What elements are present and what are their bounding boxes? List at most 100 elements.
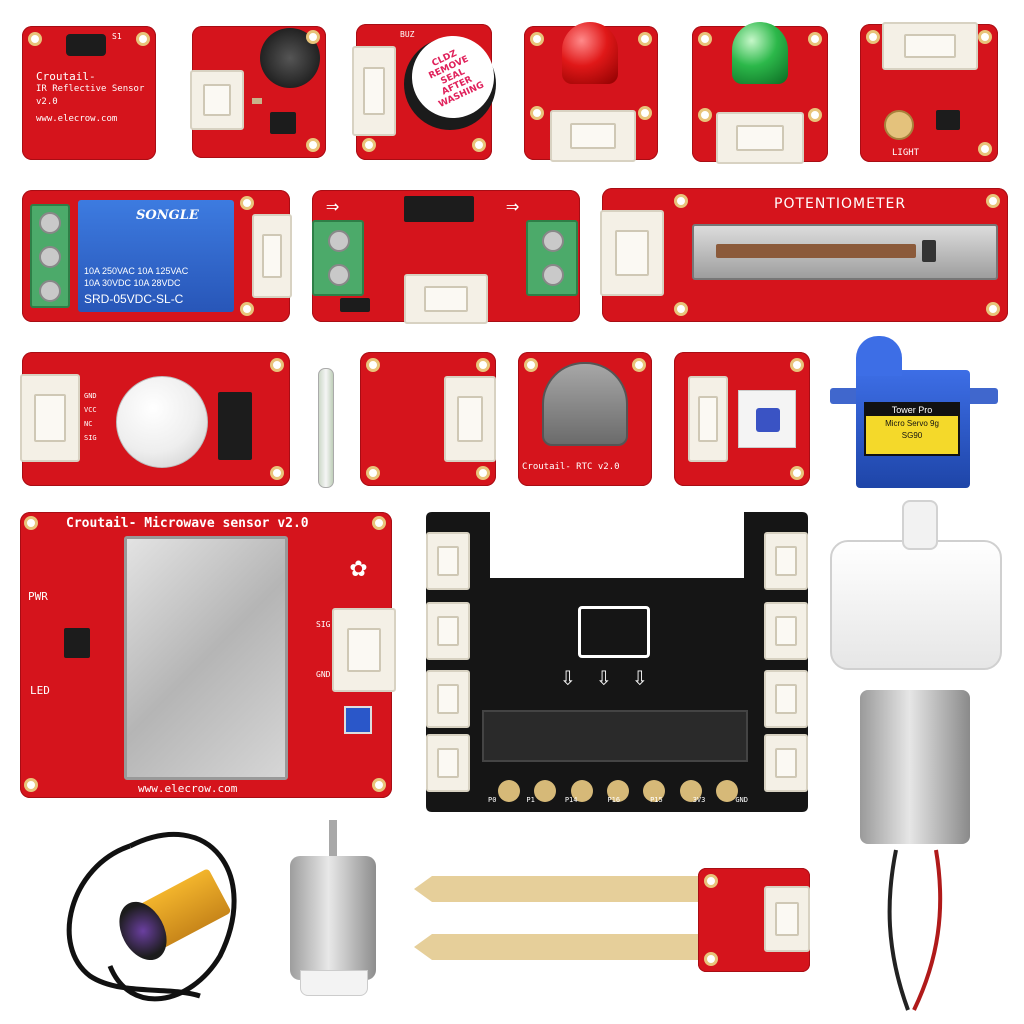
potentiometer-title: POTENTIOMETER <box>774 196 907 212</box>
pin-label-row: P0 P1 P14 P16 P15 3V3 GND <box>488 796 748 804</box>
mosfet-chip <box>404 196 474 222</box>
mount-hole <box>674 194 688 208</box>
grove-connector <box>444 376 496 462</box>
motor-endcap <box>300 970 368 996</box>
rtc-module: Croutail- RTC v2.0 <box>518 352 652 486</box>
relay-brand: SONGLE <box>136 208 199 223</box>
arrow-down-icon: ⇩ <box>632 662 648 692</box>
screw-icon <box>39 212 61 234</box>
water-pump <box>826 500 1006 1020</box>
mount-hole <box>28 32 42 46</box>
ir-title-2: IR Reflective Sensor <box>36 84 145 94</box>
buzzer-sticker: CLDZ REMOVE SEAL AFTER WASHING <box>398 22 508 132</box>
microwave-sensor-module: Croutail- Microwave sensor v2.0 PWR LED … <box>20 512 396 798</box>
probe-upper <box>414 876 714 902</box>
mount-hole <box>704 874 718 888</box>
servo-motor: Tower Pro Micro Servo 9g SG90 <box>830 330 998 488</box>
pin-pad <box>534 780 557 802</box>
ir-title: Croutail- <box>36 70 96 83</box>
smd-part <box>252 98 262 104</box>
pin-pad <box>606 780 629 802</box>
arrow-right-icon: ⇒ <box>506 194 520 219</box>
dc-motor <box>290 820 376 1000</box>
pump-motor <box>860 690 970 844</box>
screw-icon <box>39 246 61 268</box>
grove-connector <box>332 608 396 692</box>
mount-hole <box>986 302 1000 316</box>
pin-label: P1 <box>526 796 535 804</box>
ir-sensor-component <box>66 34 106 56</box>
expansion-board-shape <box>426 512 808 812</box>
pin-pad <box>498 780 520 802</box>
microwave-led: LED <box>30 684 50 697</box>
pir-dome <box>116 376 208 468</box>
mount-hole <box>372 778 386 792</box>
motor-shaft <box>329 820 337 860</box>
pin-sig: SIG <box>84 434 97 442</box>
green-led <box>732 22 788 84</box>
mount-hole <box>476 466 490 480</box>
mount-hole <box>632 358 646 372</box>
red-led-module <box>524 22 658 162</box>
slider-track <box>716 244 916 258</box>
pin-pad <box>715 780 738 802</box>
pump-inlet <box>902 500 938 550</box>
mount-hole <box>366 466 380 480</box>
buzzer-label: BUZ <box>400 30 415 39</box>
microwave-chip <box>64 628 90 658</box>
light-sensor-module: LIGHT <box>860 22 998 162</box>
mount-hole <box>790 358 804 372</box>
reed-switch-module <box>360 352 496 486</box>
pin-label: P0 <box>488 796 497 804</box>
mount-hole <box>986 194 1000 208</box>
pir-chip <box>218 392 252 460</box>
pump-wires <box>887 849 943 1011</box>
grove-connector <box>426 532 470 590</box>
mount-hole <box>306 30 320 44</box>
grove-connector <box>190 70 244 130</box>
mount-hole <box>978 30 992 44</box>
servo-model: Micro Servo 9g <box>885 419 939 428</box>
grove-connector <box>404 274 488 324</box>
screw-terminal <box>526 220 578 296</box>
pin-pad <box>643 780 666 802</box>
grove-connector <box>426 602 470 660</box>
microwave-shield <box>124 536 288 780</box>
pin-label: P15 <box>650 796 663 804</box>
servo-code: SG90 <box>901 431 923 440</box>
push-button-cap <box>756 408 780 432</box>
mount-hole <box>530 32 544 46</box>
edge-connector-slot <box>482 710 748 762</box>
mount-hole <box>372 516 386 530</box>
mount-hole <box>362 138 376 152</box>
microwave-gnd: GND <box>316 670 331 679</box>
green-led-module <box>692 22 828 164</box>
light-label: LIGHT <box>892 148 920 158</box>
mount-hole <box>366 358 380 372</box>
grove-connector <box>764 602 808 660</box>
mount-hole <box>270 466 284 480</box>
mount-hole <box>808 108 822 122</box>
mount-hole <box>638 32 652 46</box>
mount-hole <box>472 138 486 152</box>
mount-hole <box>524 358 538 372</box>
grove-connector <box>426 670 470 728</box>
light-chip <box>936 110 960 130</box>
buzzer-sticker-text: CLDZ REMOVE SEAL AFTER WASHING <box>427 48 486 110</box>
servo-gear-top <box>856 336 902 376</box>
mount-hole <box>698 108 712 122</box>
pin-label: P14 <box>564 796 578 804</box>
microwave-title: Croutail- Microwave sensor v2.0 <box>66 516 309 531</box>
relay-module: SONGLE 10A 250VAC 10A 125VAC 10A 30VDC 1… <box>22 190 292 322</box>
relay-model: SRD-05VDC-SL-C <box>84 292 184 306</box>
reed-glass-tube <box>318 368 334 488</box>
microbit-outline-icon <box>578 606 650 658</box>
arrow-down-icon: ⇩ <box>560 662 576 692</box>
mount-hole <box>476 358 490 372</box>
potentiometer-module: POTENTIOMETER <box>600 188 1008 322</box>
relay-spec-2: 10A 30VDC 10A 28VDC <box>84 278 181 288</box>
amp-chip <box>270 112 296 134</box>
microwave-url: www.elecrow.com <box>138 782 238 795</box>
buzzer-module: CLDZ REMOVE SEAL AFTER WASHING BUZ <box>352 22 508 160</box>
relay-body: SONGLE 10A 250VAC 10A 125VAC 10A 30VDC 1… <box>78 200 234 312</box>
